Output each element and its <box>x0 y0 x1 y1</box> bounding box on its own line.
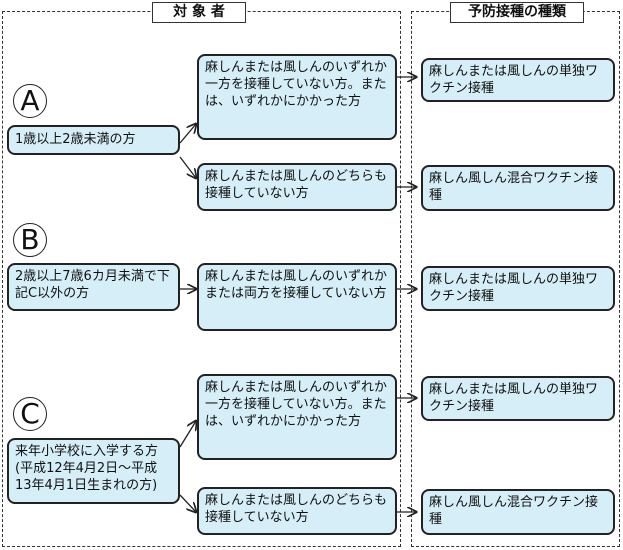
group-c-vaccine-1: 麻しんまたは風しんの単独ワクチン接種 <box>421 376 615 421</box>
target-header: 対 象 者 <box>152 2 246 23</box>
group-c-letter: C <box>13 397 47 431</box>
group-a-vaccine-2: 麻しん風しん混合ワクチン接種 <box>421 165 615 211</box>
group-b-condition-1: 麻しんまたは風しんのいずれかまたは両方を接種していない方 <box>197 263 397 331</box>
arrow-c-to-cond1 <box>179 421 196 448</box>
group-b-vaccine-1: 麻しんまたは風しんの単独ワクチン接種 <box>421 266 615 311</box>
group-b-letter: B <box>13 223 47 257</box>
group-a-vaccine-1: 麻しんまたは風しんの単独ワクチン接種 <box>421 58 615 102</box>
group-a-letter: A <box>13 84 47 118</box>
group-c-condition-2: 麻しんまたは風しんのどちらも接種していない方 <box>197 487 397 535</box>
group-c-vaccine-2: 麻しん風しん混合ワクチン接種 <box>421 489 615 535</box>
vaccine-type-header: 予防接種の種類 <box>450 2 584 23</box>
arrow-a-to-cond1 <box>179 124 196 144</box>
group-c-target-box: 来年小学校に入学する方(平成12年4月2日～平成13年4月1日生まれの方) <box>7 438 180 504</box>
arrow-a-to-cond2 <box>179 156 196 178</box>
group-a-condition-1: 麻しんまたは風しんのいずれか一方を接種していない方。または、いずれかにかかった方 <box>197 54 397 140</box>
group-c-condition-1: 麻しんまたは風しんのいずれか一方を接種していない方。または、いずれかにかかった方 <box>197 374 397 460</box>
group-a-target-box: 1歳以上2歳未満の方 <box>7 125 180 155</box>
arrow-c-to-cond2 <box>179 494 196 512</box>
group-a-condition-2: 麻しんまたは風しんのどちらも接種していない方 <box>197 163 397 211</box>
group-b-target-box: 2歳以上7歳6カ月未満で下記C以外の方 <box>7 263 180 311</box>
